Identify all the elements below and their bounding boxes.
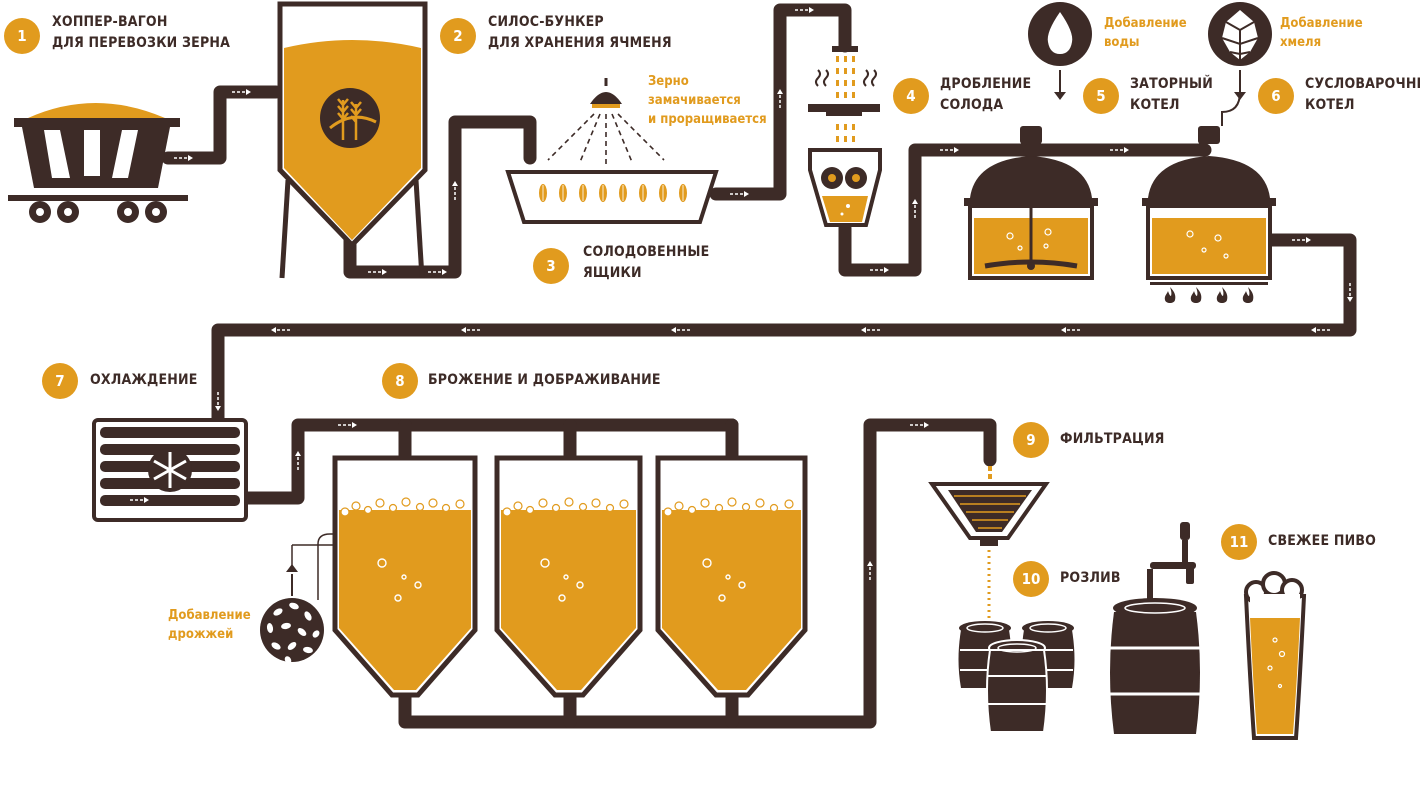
- silo-bunker: [277, 1, 428, 279]
- step-3-label: Солодовенные ящики: [583, 242, 709, 284]
- step-6-line2: котел: [1305, 97, 1355, 113]
- big-keg-with-tap: [1110, 522, 1200, 734]
- step-10-badge: 10: [1013, 561, 1049, 597]
- cooler: [92, 418, 248, 522]
- grain-note-line2: замачивается: [648, 93, 741, 108]
- malting-box: [505, 78, 719, 224]
- step-7-badge: 7: [42, 363, 78, 399]
- flame-icon: [1164, 287, 1254, 303]
- step-11-badge: 11: [1221, 524, 1257, 560]
- keg-icon: [958, 522, 1200, 734]
- grain-note-line1: Зерно: [648, 74, 689, 89]
- step-10-label: Розлив: [1060, 570, 1121, 586]
- add-water-note: Добавление воды: [1104, 14, 1187, 52]
- step-5-label: Заторный котел: [1130, 74, 1213, 116]
- step-2-line1: Силос-бункер: [488, 14, 604, 30]
- step-9-badge: 9: [1013, 422, 1049, 458]
- fermenter-2: [494, 455, 643, 698]
- step-1-line1: Хоппер-вагон: [52, 14, 168, 30]
- yeast-note-line1: Добавление: [168, 608, 251, 623]
- step-9-label: Фильтрация: [1060, 431, 1165, 447]
- water-note-line2: воды: [1104, 35, 1140, 50]
- yeast-ball-icon: [260, 544, 334, 664]
- step-1-badge: 1: [4, 18, 40, 54]
- hops-note-line1: Добавление: [1280, 16, 1363, 31]
- step-4-line2: солода: [940, 97, 1004, 113]
- step-3-line1: Солодовенные: [583, 244, 710, 260]
- step-5-line1: Заторный: [1130, 76, 1213, 92]
- grain-note-line3: и проращивается: [648, 112, 767, 127]
- fermenter-3: [655, 455, 808, 698]
- mash-kettle: [964, 70, 1098, 280]
- step-4-line1: Дробление: [940, 76, 1032, 92]
- step-4-badge: 4: [893, 78, 929, 114]
- snowflake-icon: [148, 448, 192, 492]
- step-2-line2: для хранения ячменя: [488, 35, 672, 51]
- step-3-line2: ящики: [583, 265, 642, 281]
- step-6-line1: Сусловарочный: [1305, 76, 1420, 92]
- hopper-wagon: [8, 103, 188, 223]
- water-note-line1: Добавление: [1104, 16, 1187, 31]
- shower-lamp-icon: [590, 78, 622, 108]
- step-2-badge: 2: [440, 18, 476, 54]
- fermenter-1: [332, 455, 478, 698]
- step-3-badge: 3: [533, 248, 569, 284]
- yeast-note-line2: дрожжей: [168, 627, 234, 642]
- step-5-badge: 5: [1083, 78, 1119, 114]
- add-yeast-note: Добавление дрожжей: [168, 606, 251, 644]
- step-2-label: Силос-бункер для хранения ячменя: [488, 12, 672, 54]
- step-7-label: Охлаждение: [90, 372, 198, 388]
- beer-glass-icon: [1243, 571, 1307, 740]
- step-4-label: Дробление солода: [940, 74, 1031, 116]
- step-8-label: Брожение и дображивание: [428, 372, 661, 388]
- step-8-badge: 8: [382, 363, 418, 399]
- step-5-line2: котел: [1130, 97, 1180, 113]
- hops-note-line2: хмеля: [1280, 35, 1322, 50]
- malt-mill: [808, 46, 882, 227]
- step-1-line2: для перевозки зерна: [52, 35, 231, 51]
- wort-kettle: [1142, 70, 1276, 303]
- fermentation-tanks: [317, 455, 808, 698]
- gear-icon: [821, 167, 867, 189]
- step-1-label: Хоппер-вагон для перевозки зерна: [52, 12, 230, 54]
- add-hops-note: Добавление хмеля: [1280, 14, 1363, 52]
- step-11-label: Свежее пиво: [1268, 533, 1377, 549]
- step-6-badge: 6: [1258, 78, 1294, 114]
- hop-cone-icon: [1208, 2, 1272, 66]
- step-6-label: Сусловарочный котел: [1305, 74, 1420, 116]
- grain-soak-note: Зерно замачивается и проращивается: [648, 72, 767, 129]
- pipe-network: [161, 3, 1357, 729]
- filter-funnel: [928, 466, 1050, 630]
- water-drop-icon: [1028, 2, 1092, 66]
- small-keg-3: [986, 639, 1048, 733]
